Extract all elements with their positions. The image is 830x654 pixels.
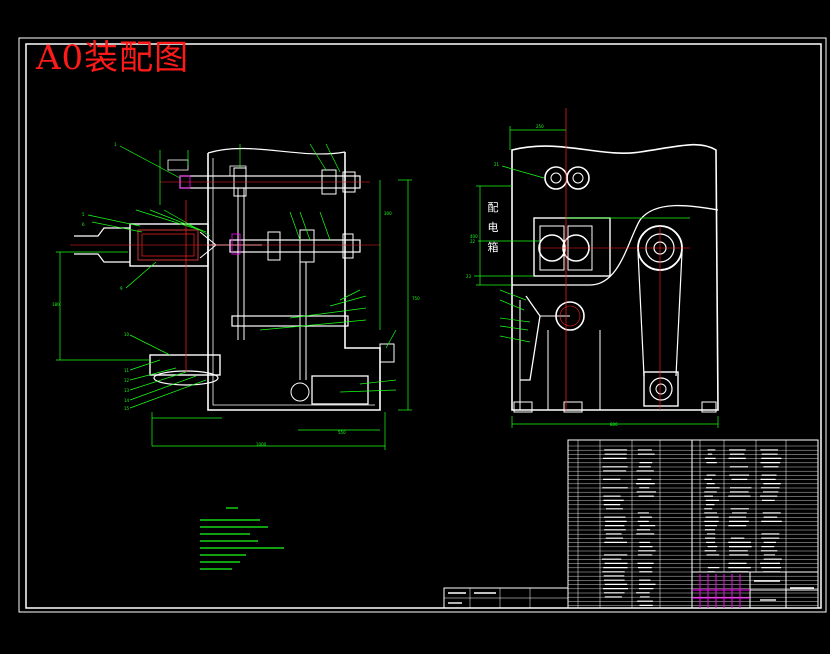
svg-text:6: 6 — [82, 222, 85, 227]
left-section-view — [74, 147, 395, 411]
electrical-box-label: 配电箱 — [487, 201, 499, 254]
svg-text:300: 300 — [384, 211, 392, 216]
svg-text:9: 9 — [120, 286, 123, 291]
title-block-magenta — [692, 574, 750, 608]
svg-text:21: 21 — [494, 162, 500, 167]
svg-text:250: 250 — [536, 124, 544, 129]
svg-text:750: 750 — [412, 296, 420, 301]
svg-text:1: 1 — [114, 142, 117, 147]
svg-text:1000: 1000 — [256, 442, 267, 447]
svg-text:800: 800 — [610, 422, 618, 427]
drawing-title: A0装配图 — [36, 38, 190, 78]
svg-text:400: 400 — [470, 234, 478, 239]
svg-text:23: 23 — [466, 274, 472, 279]
svg-text:14: 14 — [124, 398, 130, 403]
outer-border — [18, 37, 827, 613]
svg-text:11: 11 — [124, 368, 130, 373]
svg-text:10: 10 — [124, 332, 130, 337]
svg-text:180: 180 — [52, 302, 60, 307]
svg-text:22: 22 — [470, 239, 476, 244]
title-block — [443, 571, 819, 609]
title-block-scribbles — [448, 580, 814, 604]
svg-text:12: 12 — [124, 378, 130, 383]
svg-text:550: 550 — [338, 430, 346, 435]
svg-text:15: 15 — [124, 406, 130, 411]
parts-list-cell-marks — [602, 449, 782, 607]
technical-notes — [200, 507, 284, 570]
svg-text:13: 13 — [124, 388, 130, 393]
left-view-magenta — [179, 175, 241, 255]
inner-border — [25, 43, 822, 609]
right-elevation-view — [511, 143, 719, 413]
right-view-details: 21 22 23 250 800 400 — [466, 108, 719, 428]
svg-text:5: 5 — [82, 212, 85, 217]
parts-list-table — [567, 439, 819, 609]
